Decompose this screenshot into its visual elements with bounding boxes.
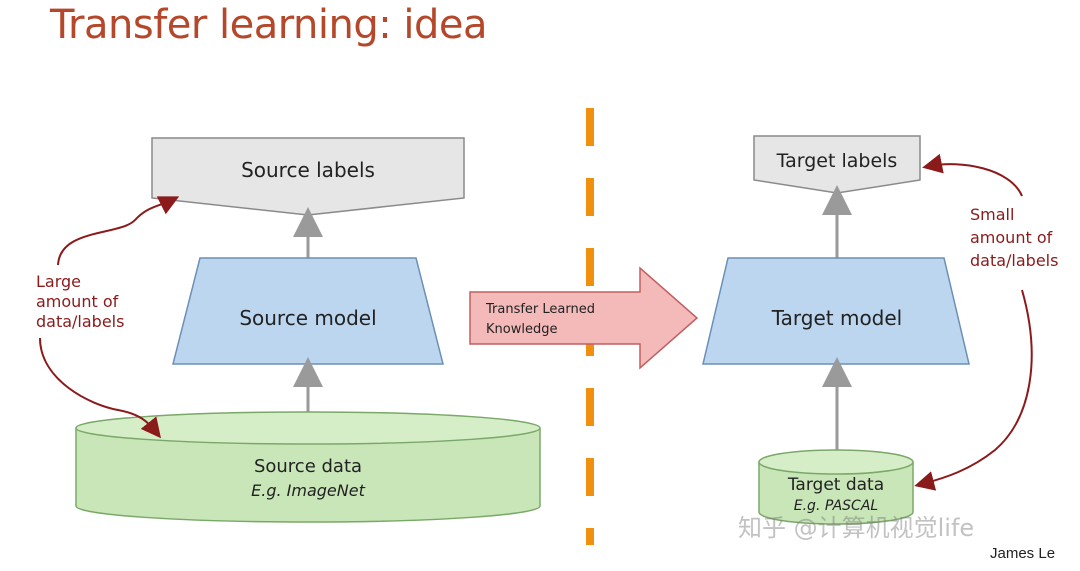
- transfer-text-line-2: Knowledge: [486, 322, 557, 337]
- transfer-text-line-1: Transfer Learned: [485, 302, 595, 317]
- source-data-title: Source data: [254, 456, 362, 477]
- page-title: Transfer learning: idea: [50, 2, 488, 48]
- left-annotation-arrow-down: [39, 337, 161, 439]
- target-labels-box: Target labels: [753, 135, 921, 194]
- target-model-text: Target model: [771, 306, 903, 330]
- watermark-text: 知乎 @计算机视觉life: [738, 514, 975, 542]
- target-labels-text: Target labels: [776, 150, 898, 172]
- left-annotation-line-3: data/labels: [36, 312, 124, 331]
- transfer-arrow: Transfer Learned Knowledge: [469, 266, 699, 370]
- source-data-subtitle: E.g. ImageNet: [251, 481, 365, 500]
- source-labels-box: Source labels: [151, 137, 465, 216]
- left-annotation-arrow-up: [57, 196, 180, 266]
- left-annotation-line-2: amount of: [36, 292, 119, 311]
- left-annotation: Large amount of data/labels: [36, 272, 124, 331]
- target-data-title: Target data: [787, 475, 884, 495]
- right-annotation-arrow-up: [922, 153, 1023, 197]
- source-data-cylinder: Source data E.g. ImageNet: [75, 411, 541, 523]
- target-model-box: Target model: [702, 257, 970, 365]
- target-data-subtitle: E.g. PASCAL: [794, 498, 878, 514]
- right-annotation: Small amount of data/labels: [970, 205, 1058, 270]
- left-annotation-line-1: Large: [36, 272, 81, 291]
- target-data-cylinder: Target data E.g. PASCAL: [758, 449, 914, 525]
- source-model-text: Source model: [239, 306, 376, 330]
- right-annotation-line-2: amount of: [970, 228, 1053, 247]
- right-annotation-line-3: data/labels: [970, 251, 1058, 270]
- source-labels-text: Source labels: [241, 158, 375, 182]
- right-annotation-line-1: Small: [970, 205, 1014, 224]
- source-model-box: Source model: [172, 257, 444, 365]
- author-credit: James Le: [990, 545, 1056, 562]
- right-annotation-arrow-down: [914, 289, 1033, 491]
